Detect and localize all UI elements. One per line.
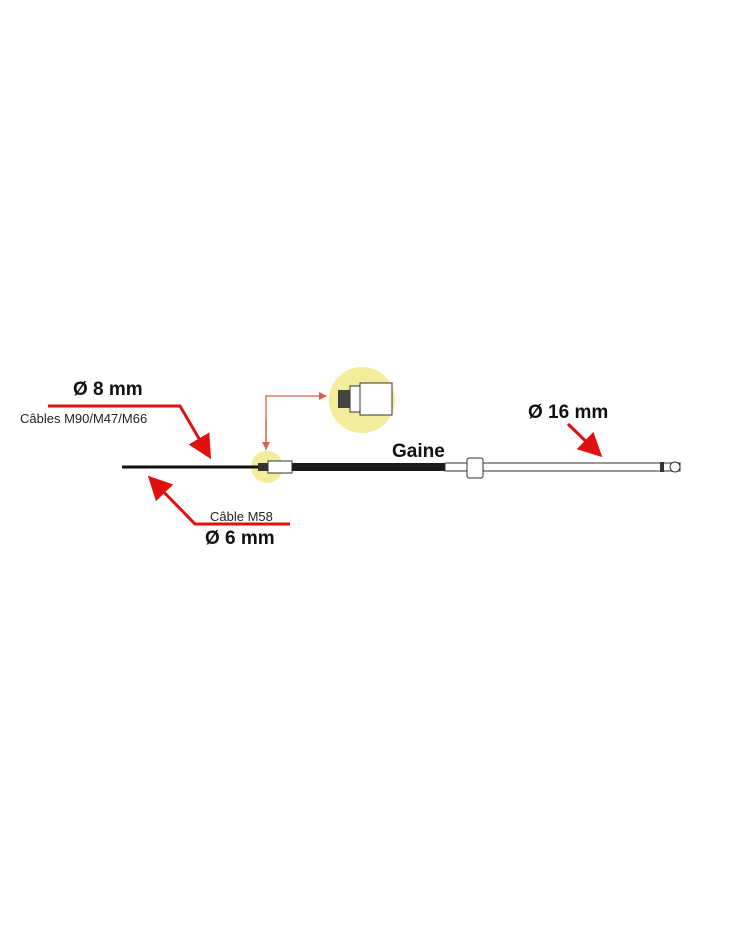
label-sheath: Gaine — [392, 441, 445, 462]
label-cable-6mm: Câble M58 — [210, 509, 273, 524]
label-cables-8mm: Câbles M90/M47/M66 — [20, 411, 148, 426]
arrow-16mm — [566, 422, 603, 458]
detail-connector-arrow — [265, 392, 327, 450]
enlarged-fitting — [338, 382, 393, 416]
nut — [466, 457, 484, 479]
label-diameter-8mm: Ø 8 mm — [73, 379, 143, 400]
eyelet — [669, 461, 681, 473]
arrow-6mm — [147, 475, 290, 526]
arrow-8mm — [48, 404, 212, 460]
label-diameter-6mm: Ø 6 mm — [205, 528, 275, 549]
label-diameter-16mm: Ø 16 mm — [528, 402, 609, 423]
sheath — [292, 463, 447, 471]
